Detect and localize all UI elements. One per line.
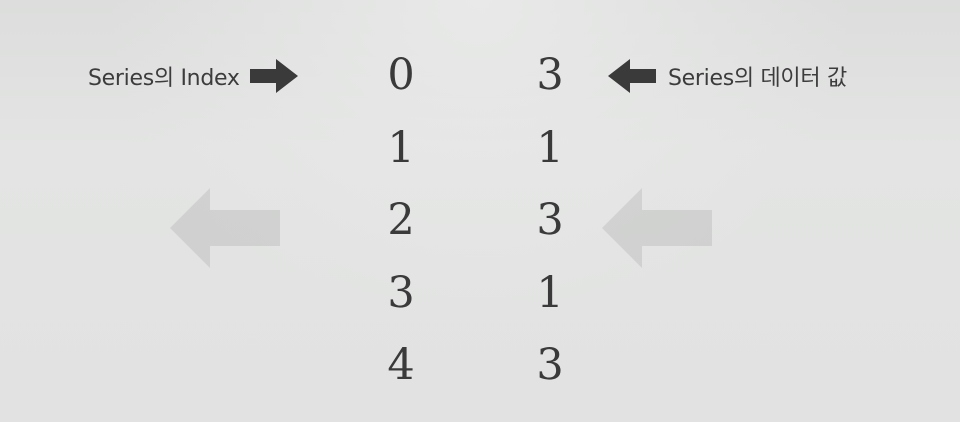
- index-cell: 1: [387, 122, 415, 173]
- series-values-column: 3 1 3 1 3: [530, 48, 570, 411]
- arrow-left-icon: [608, 59, 656, 93]
- index-cell: 4: [387, 340, 415, 390]
- value-cell: 1: [536, 122, 564, 173]
- index-cell: 3: [387, 267, 415, 318]
- value-cell: 3: [536, 340, 564, 390]
- ghost-arrow-left-icon: [602, 188, 712, 268]
- values-annotation-text: Series의 데이터 값: [668, 66, 847, 91]
- arrow-right-icon: [249, 59, 298, 93]
- value-cell: 3: [536, 50, 564, 100]
- value-cell: 3: [536, 195, 564, 245]
- series-index-column: 0 1 2 3 4: [381, 48, 421, 411]
- index-cell: 0: [387, 50, 415, 100]
- value-cell: 1: [536, 267, 564, 318]
- index-annotation: Series의 Index: [88, 56, 298, 96]
- index-cell: 2: [387, 195, 415, 245]
- values-annotation: Series의 데이터 값: [608, 56, 847, 96]
- ghost-arrow-left-icon: [170, 188, 280, 268]
- index-annotation-text: Series의 Index: [88, 66, 240, 91]
